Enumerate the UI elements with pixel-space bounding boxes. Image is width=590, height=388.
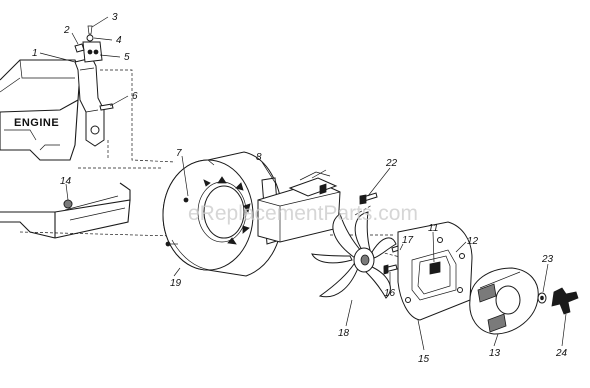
callout-18: 18 — [338, 328, 350, 339]
cover-plate — [469, 267, 539, 335]
callout-24: 24 — [555, 348, 568, 359]
bolt-16 — [383, 264, 398, 275]
housing-vanes — [203, 176, 251, 245]
bolt-22 — [359, 192, 378, 205]
callout-17: 17 — [402, 235, 414, 246]
wing-knob — [551, 287, 579, 315]
callout-5: 5 — [124, 52, 130, 63]
engine-block — [0, 59, 81, 161]
callout-1: 1 — [32, 48, 38, 59]
callout-3: 3 — [112, 12, 118, 23]
callout-12: 12 — [467, 236, 479, 247]
callout-6: 6 — [132, 91, 138, 102]
base-plate — [0, 182, 131, 239]
mounting-bracket — [74, 25, 114, 147]
bolt-14 — [63, 199, 73, 209]
callout-22: 22 — [385, 158, 398, 169]
leader-lines — [39, 16, 567, 351]
fan-impeller — [311, 211, 397, 299]
callout-8: 8 — [256, 152, 262, 163]
callout-16: 16 — [384, 288, 396, 299]
discharge-chute — [257, 169, 341, 243]
callout-14: 14 — [60, 176, 72, 187]
watermark: eReplacementParts.com — [188, 202, 418, 225]
callout-4: 4 — [116, 35, 122, 46]
callout-11: 11 — [428, 223, 438, 234]
back-plate — [397, 221, 473, 321]
callout-7: 7 — [176, 148, 182, 159]
callout-2: 2 — [63, 25, 70, 36]
callout-23: 23 — [541, 254, 554, 265]
washer — [537, 292, 547, 304]
engine-label: ENGINE — [14, 117, 59, 129]
callout-19: 19 — [170, 278, 182, 289]
callout-15: 15 — [418, 354, 430, 365]
callout-13: 13 — [489, 348, 501, 359]
